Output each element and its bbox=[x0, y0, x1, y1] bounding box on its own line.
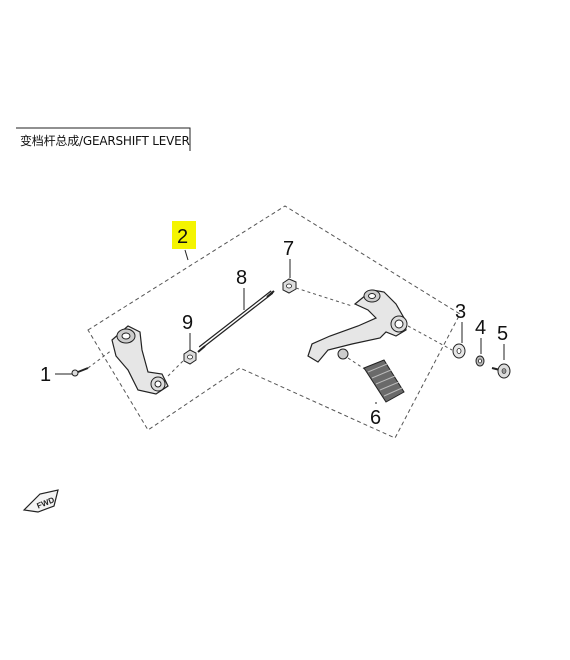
part-4-small-washer: 4 bbox=[475, 317, 486, 367]
title-bracket bbox=[16, 127, 191, 151]
callout-7: 7 bbox=[283, 238, 294, 260]
assembly-callout-highlight bbox=[172, 221, 196, 249]
assembly-callout: 2 bbox=[172, 221, 196, 261]
part-9-nut: 9 bbox=[167, 312, 197, 377]
diagram-title: 变档杆总成/GEARSHIFT LEVER bbox=[20, 134, 190, 148]
part-8-tie-rod: 8 bbox=[197, 267, 275, 353]
part-6-pedal-rubber: 6 bbox=[363, 359, 405, 429]
part-3-washer: 3 bbox=[452, 301, 466, 359]
fwd-direction-icon: FWD bbox=[22, 489, 59, 513]
callout-9: 9 bbox=[182, 312, 193, 334]
callout-2: 2 bbox=[177, 226, 188, 248]
gear-shift-pedal bbox=[307, 289, 453, 371]
callout-3: 3 bbox=[455, 301, 466, 323]
part-1-bolt: 1 bbox=[40, 349, 113, 386]
shift-arm-left bbox=[111, 325, 169, 395]
part-5-bolt: 5 bbox=[491, 323, 511, 379]
callout-5: 5 bbox=[497, 323, 508, 345]
callout-4: 4 bbox=[475, 317, 486, 339]
callout-1: 1 bbox=[40, 364, 51, 386]
diagram-title-box: 变档杆总成/GEARSHIFT LEVER bbox=[16, 127, 191, 151]
callout-8: 8 bbox=[236, 267, 247, 289]
part-7-nut: 7 bbox=[282, 238, 353, 307]
assembly-outline bbox=[87, 205, 461, 439]
callout-6: 6 bbox=[370, 407, 381, 429]
